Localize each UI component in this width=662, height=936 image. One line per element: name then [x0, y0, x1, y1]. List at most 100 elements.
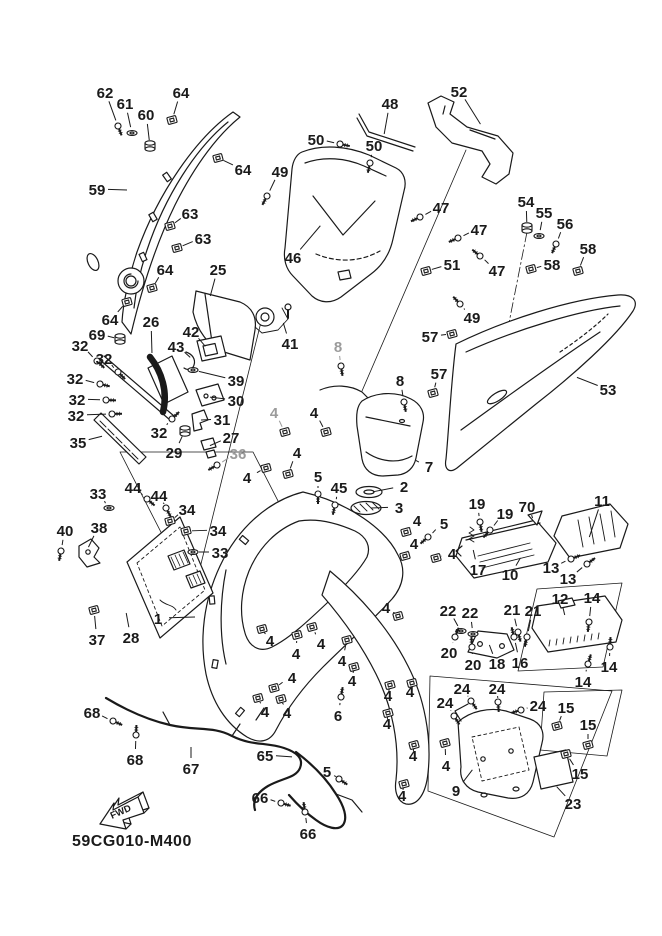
- callout-label: 40: [57, 523, 74, 540]
- callout-leader: [104, 500, 106, 504]
- callout-label: 44: [151, 488, 168, 505]
- clip-glyph: [164, 516, 176, 526]
- clip-glyph: [121, 297, 133, 307]
- callout-leader: [415, 459, 420, 463]
- fwd-arrow: FWD: [99, 791, 150, 830]
- callout-label: 24: [489, 681, 506, 698]
- callout-leader: [174, 218, 182, 224]
- callout-leader: [107, 188, 128, 191]
- callout-label: 43: [168, 339, 185, 356]
- clip-glyph: [275, 694, 287, 704]
- callout-label: 5: [440, 516, 448, 533]
- callout-leader: [557, 232, 562, 239]
- callout-leader: [314, 632, 317, 635]
- callout-leader: [370, 506, 389, 509]
- callout-leader: [198, 370, 226, 379]
- part-31-bracket: [191, 409, 209, 432]
- callout-leader: [173, 101, 179, 115]
- part-23-sheet: [533, 749, 574, 790]
- screw-glyph: [419, 533, 432, 545]
- callout-leader: [431, 266, 442, 270]
- callout-label: 34: [179, 502, 196, 519]
- callout-leader: [275, 755, 293, 758]
- callout-label: 17: [470, 562, 487, 579]
- callout-leader: [484, 259, 489, 264]
- callout-leader: [434, 382, 437, 388]
- callout-leader: [536, 265, 542, 269]
- callout-label: 14: [584, 590, 601, 607]
- callout-leader: [162, 502, 165, 505]
- callout-label: 64: [235, 162, 252, 179]
- screw-glyph: [482, 526, 494, 539]
- callout-label: 64: [102, 312, 119, 329]
- part-28-inner-panel: [126, 516, 214, 639]
- callout-label: 57: [431, 366, 448, 383]
- callout-label: 20: [465, 657, 482, 674]
- callout-label: 32: [72, 338, 89, 355]
- callout-leader: [209, 278, 216, 297]
- callout-label: 8: [396, 373, 404, 390]
- screw-glyph: [523, 633, 531, 647]
- clip-glyph: [427, 388, 439, 398]
- screw-glyph: [168, 411, 180, 423]
- callout-label: 3: [395, 500, 403, 517]
- screw-glyph: [57, 547, 65, 562]
- grommet-glyph: [521, 222, 533, 234]
- callout-leader: [559, 715, 562, 721]
- callout-leader: [539, 221, 543, 231]
- callout-label: 22: [440, 603, 457, 620]
- callout-label: 58: [580, 241, 597, 258]
- callout-label: 32: [69, 392, 86, 409]
- screw-glyph: [109, 717, 123, 726]
- callout-leader: [333, 775, 337, 778]
- callout-label: 55: [536, 205, 553, 222]
- callout-leader: [278, 420, 283, 427]
- callout-leader: [87, 351, 93, 358]
- callout-leader: [425, 210, 432, 215]
- diagram-code: 59CG010-M400: [72, 833, 192, 850]
- part-27-clip: [200, 437, 217, 459]
- callout-leader: [166, 422, 169, 426]
- part-53-side-cover: [444, 294, 636, 472]
- callout-label: 59: [89, 182, 106, 199]
- part-17-spring-hook: [455, 526, 475, 557]
- callout-leader: [168, 616, 196, 619]
- callout-label: 61: [117, 96, 134, 113]
- callout-label: 25: [210, 262, 227, 279]
- clip-glyph: [572, 266, 584, 276]
- clip-glyph: [430, 553, 442, 563]
- part-26-stay: [99, 353, 189, 421]
- screw-glyph: [494, 698, 502, 713]
- clip-glyph: [306, 622, 318, 632]
- callout-label: 67: [183, 761, 200, 778]
- clip-glyph: [392, 611, 404, 621]
- callout-label: 4: [283, 705, 292, 722]
- callout-label: 4: [382, 600, 391, 617]
- part-46-front-cover: [283, 146, 406, 303]
- part-horn: [117, 267, 145, 295]
- callout-leader: [269, 179, 276, 191]
- screw-glyph: [261, 192, 271, 206]
- callout-label: 15: [572, 766, 589, 783]
- callout-leader: [372, 487, 394, 493]
- callout-label: 35: [70, 435, 87, 452]
- washer-glyph: [103, 505, 115, 511]
- callout-leader: [488, 644, 494, 654]
- callout-label: 32: [68, 408, 85, 425]
- callout-leader: [470, 621, 473, 629]
- callout-label: 13: [543, 560, 560, 577]
- callout-label: 4: [270, 405, 279, 422]
- callout-label: 23: [565, 796, 582, 813]
- callout-label: 69: [89, 327, 106, 344]
- callout-label: 48: [382, 96, 399, 113]
- callout-leader: [515, 557, 521, 566]
- callout-label: 12: [552, 591, 569, 608]
- clip-glyph: [146, 283, 158, 293]
- callout-label: 5: [323, 764, 331, 781]
- callout-label: 4: [398, 788, 407, 805]
- clip-glyph: [382, 708, 394, 718]
- callout-label: 34: [210, 523, 227, 540]
- callout-label: 4: [317, 636, 326, 653]
- callout-leader: [117, 305, 124, 313]
- callout-leader: [281, 702, 284, 705]
